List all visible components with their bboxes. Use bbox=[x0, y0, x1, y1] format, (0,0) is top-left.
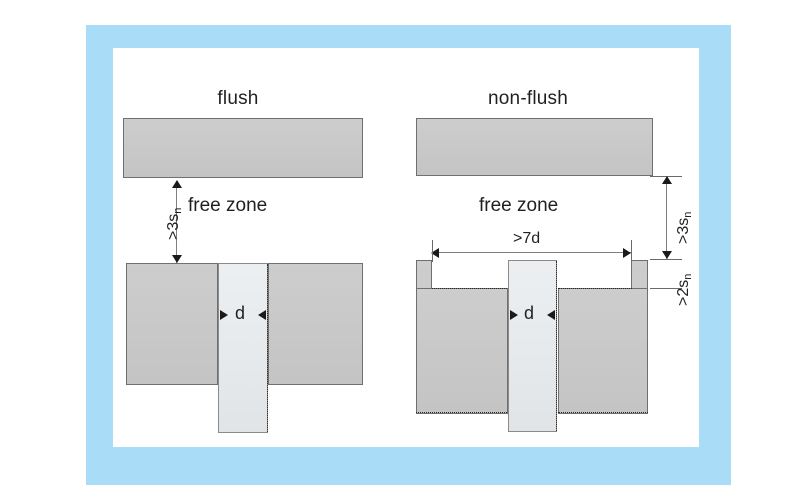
nonflush-bottom-edge-right bbox=[558, 412, 648, 413]
flush-clearance-arrow-down bbox=[171, 255, 182, 263]
panel-non-flush: non-flush free zone >7d >3sn >2sn bbox=[403, 48, 699, 447]
flush-clearance-dim-value: >3s bbox=[165, 213, 182, 240]
nonflush-recess-dim-text: >2sn bbox=[675, 273, 694, 306]
nonflush-width-dim-line bbox=[433, 252, 631, 253]
nonflush-recess-dim-sub: n bbox=[682, 273, 694, 280]
nonflush-recess-tick-bottom bbox=[650, 288, 682, 289]
flush-lower-block-left bbox=[126, 263, 218, 385]
flush-d-label: d bbox=[235, 303, 246, 323]
flush-clearance-arrow-up bbox=[171, 180, 182, 188]
nonflush-target-stud bbox=[508, 260, 557, 432]
nonflush-clearance-arrow-down bbox=[661, 251, 672, 259]
nonflush-d-label: d bbox=[524, 303, 535, 323]
flush-free-zone-label: free zone bbox=[188, 195, 268, 216]
panel-non-flush-title: non-flush bbox=[488, 88, 568, 109]
flush-target-stud bbox=[218, 263, 268, 433]
nonflush-recess-tick-top bbox=[650, 259, 682, 260]
nonflush-width-dim-value: >7d bbox=[513, 230, 541, 247]
nonflush-recess-dim-value: >2s bbox=[675, 279, 692, 306]
nonflush-width-tick-left bbox=[432, 240, 433, 262]
flush-d-arrow-right bbox=[258, 310, 266, 320]
flush-upper-bar bbox=[123, 118, 363, 178]
nonflush-width-dim-text: >7d bbox=[513, 230, 540, 248]
nonflush-clearance-dim-text: >3sn bbox=[675, 211, 694, 244]
flush-clearance-dim-sub: n bbox=[172, 207, 184, 214]
nonflush-recess-floor-right bbox=[558, 288, 632, 289]
flush-stud-hidden-edge bbox=[267, 264, 268, 432]
nonflush-lower-block-right bbox=[558, 288, 648, 414]
nonflush-clearance-dim-line bbox=[666, 177, 667, 259]
nonflush-width-arrow-left bbox=[431, 247, 439, 258]
nonflush-clearance-arrow-up bbox=[661, 176, 672, 184]
nonflush-bottom-edge-left bbox=[416, 412, 509, 413]
nonflush-lower-block-left bbox=[416, 288, 508, 414]
flush-d-arrow-left bbox=[220, 310, 228, 320]
nonflush-free-zone-label: free zone bbox=[479, 195, 559, 216]
flush-clearance-dim-text: >3sn bbox=[165, 207, 184, 240]
nonflush-d-arrow-right bbox=[547, 310, 555, 320]
nonflush-clearance-dim-sub: n bbox=[682, 211, 694, 218]
nonflush-width-tick-right bbox=[631, 240, 632, 262]
flush-lower-block-right bbox=[268, 263, 363, 385]
flush-clearance-dim-line bbox=[176, 181, 177, 263]
panel-flush: flush free zone >3sn d bbox=[113, 48, 403, 447]
panel-flush-title: flush bbox=[217, 88, 259, 109]
nonflush-upper-bar bbox=[416, 118, 653, 176]
nonflush-stud-hidden-edge bbox=[556, 261, 557, 431]
nonflush-d-arrow-left bbox=[510, 310, 518, 320]
nonflush-width-arrow-right bbox=[623, 247, 631, 258]
nonflush-clearance-dim-value: >3s bbox=[675, 217, 692, 244]
diagram-canvas: flush free zone >3sn d non- bbox=[113, 48, 699, 447]
nonflush-recess-floor-left bbox=[432, 288, 509, 289]
